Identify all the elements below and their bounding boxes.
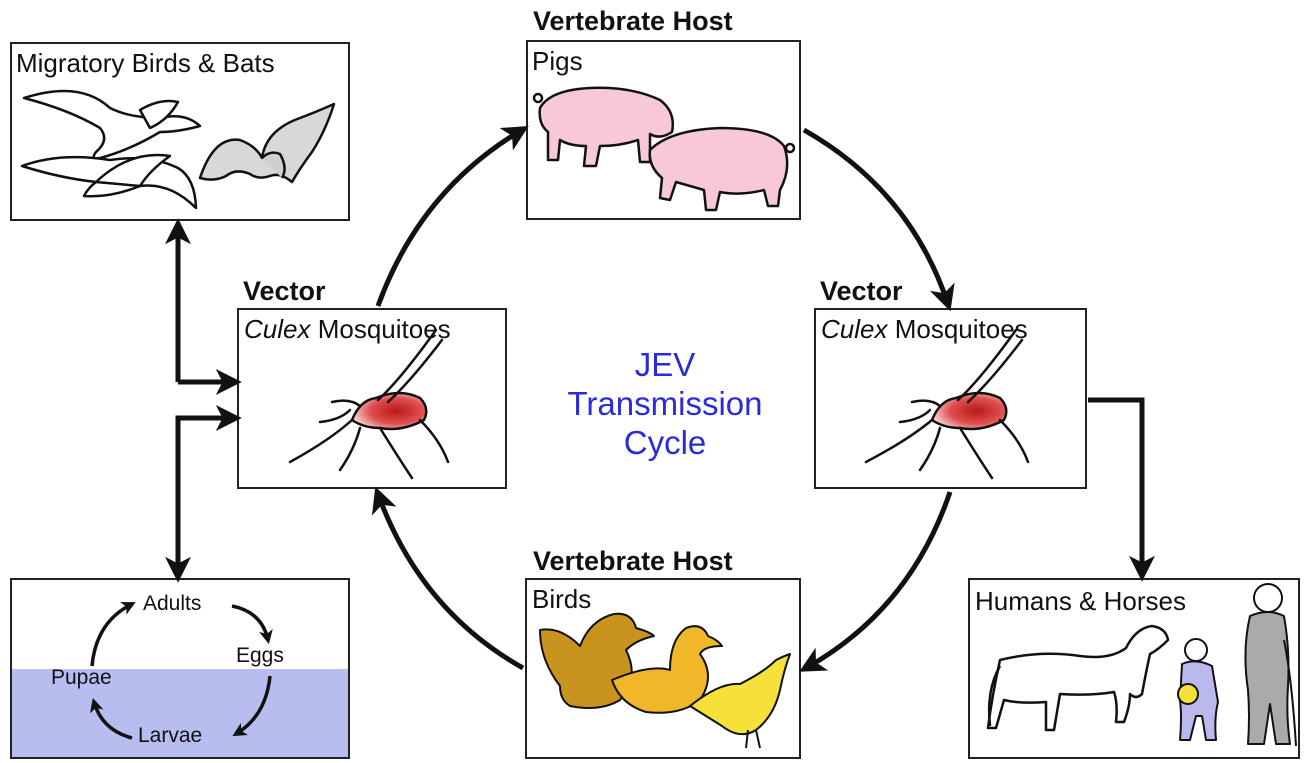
migratory-label: Migratory Birds & Bats bbox=[16, 48, 275, 79]
lifecycle-arrow-larvae-pupae bbox=[94, 702, 132, 738]
lifecycle-larvae: Larvae bbox=[138, 724, 202, 748]
child-illustration bbox=[1178, 639, 1218, 740]
right-vector-rest: Mosquitoes bbox=[887, 314, 1027, 344]
birds-label: Birds bbox=[532, 584, 591, 615]
mosquito-illustration-right bbox=[866, 330, 1028, 478]
humans-horses-label: Humans & Horses bbox=[975, 586, 1186, 617]
left-vector-heading: Vector bbox=[243, 276, 326, 307]
lifecycle-arrow-adults-eggs bbox=[232, 606, 268, 640]
pigs-label: Pigs bbox=[532, 46, 583, 77]
right-vector-genus: Culex bbox=[821, 314, 887, 344]
lifecycle-arrow-eggs-larvae bbox=[236, 676, 270, 734]
pig-illustration-2 bbox=[650, 128, 794, 210]
arrow-lifecycle-to-vector bbox=[178, 418, 234, 574]
left-vector-label: Culex Mosquitoes bbox=[244, 314, 451, 345]
center-title-line1: JEV bbox=[540, 345, 790, 384]
left-vector-genus: Culex bbox=[244, 314, 310, 344]
arrow-vector-to-birds bbox=[806, 492, 950, 668]
center-title-line3: Cycle bbox=[540, 423, 790, 462]
center-title-line2: Transmission bbox=[540, 384, 790, 423]
bat-illustration bbox=[200, 104, 334, 182]
lifecycle-eggs: Eggs bbox=[236, 644, 284, 668]
horse-illustration bbox=[988, 626, 1168, 730]
center-title: JEV Transmission Cycle bbox=[540, 345, 790, 462]
mosquito-illustration-left bbox=[290, 330, 448, 478]
lifecycle-pupae: Pupae bbox=[51, 666, 112, 690]
left-vector-rest: Mosquitoes bbox=[310, 314, 450, 344]
arrow-vector-to-pigs bbox=[378, 130, 522, 306]
lifecycle-adults: Adults bbox=[143, 592, 201, 616]
top-host-heading: Vertebrate Host bbox=[533, 6, 733, 37]
man-illustration bbox=[1245, 584, 1296, 746]
right-vector-heading: Vector bbox=[820, 276, 903, 307]
migratory-bird-illustration bbox=[22, 91, 200, 208]
arrow-birds-to-vector bbox=[378, 494, 523, 668]
arrow-to-humans-horses bbox=[1088, 400, 1142, 574]
right-vector-label: Culex Mosquitoes bbox=[821, 314, 1028, 345]
lifecycle-arrow-pupae-adults bbox=[92, 604, 132, 666]
bottom-host-heading: Vertebrate Host bbox=[533, 546, 733, 577]
